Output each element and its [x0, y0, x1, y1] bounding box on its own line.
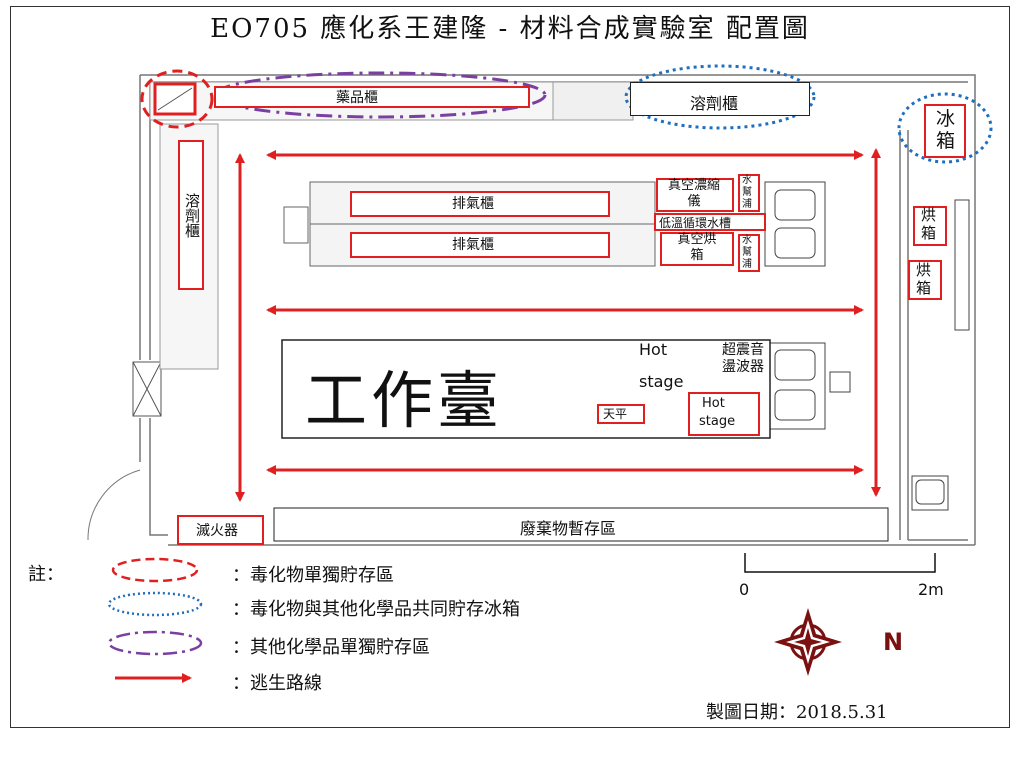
legend-item-toxic: ：毒化物單獨貯存區 [232, 565, 394, 586]
fume-hood-2-label: 排氣櫃 [452, 237, 494, 253]
balance [597, 404, 645, 424]
legend-purple-dashdot [107, 630, 203, 656]
legend-item-escape: ：逃生路線 [232, 673, 322, 694]
aspirator-2-label: 水幫浦 [742, 235, 752, 270]
legend-red-dashed [111, 557, 199, 583]
waste-area-box [273, 507, 889, 542]
legend-heading: 註： [28, 564, 64, 585]
legend-item-other: ：其他化學品單獨貯存區 [232, 637, 430, 658]
solvent-cabinet-left [178, 140, 204, 290]
fume-hood-1-label: 排氣櫃 [452, 196, 494, 212]
legend-item-shared: ：毒化物與其他化學品共同貯存冰箱 [232, 599, 520, 620]
vacuum-oven-label: 真空烘箱 [677, 232, 717, 263]
aspirator-2 [738, 234, 760, 272]
scale-bar [744, 553, 936, 573]
corner-sink [911, 475, 949, 511]
solvent-cabinet-left-label: 溶劑櫃 [183, 193, 201, 238]
drawing-frame [10, 6, 1010, 728]
toxic-cabinet [153, 82, 197, 116]
fume-hood-1 [350, 191, 610, 217]
scale-start: 0 [739, 580, 750, 599]
hot-stage-box-line2: stage [699, 414, 736, 429]
shared-fridge-ellipse [897, 92, 993, 164]
vacuum-oven [660, 232, 734, 266]
page-title: EO705 應化系王建隆 - 材料合成實驗室 配置圖 [210, 14, 810, 44]
solvent-cabinet-top [630, 82, 810, 116]
oven-2 [908, 260, 942, 300]
scale-end: 2m [918, 580, 944, 599]
chemical-cabinet-label: 藥品櫃 [336, 90, 378, 106]
chiller-circulator-label: 低溫循環水槽 [659, 216, 732, 230]
escape-routes [235, 148, 881, 502]
other-chem-zone-ellipse [213, 71, 547, 119]
fridge-label: 冰箱 [936, 108, 956, 152]
sink-2 [764, 342, 851, 430]
fridge [924, 104, 966, 158]
drawing-date: 製圖日期：2018.5.31 [706, 702, 888, 723]
vacuum-concentrator [656, 178, 734, 212]
chemical-cabinet [214, 86, 530, 108]
solvent-cabinet-top-label: 溶劑櫃 [690, 94, 739, 113]
aspirator-1-label: 水幫浦 [742, 175, 752, 210]
hot-stage-note-line2: stage [639, 372, 684, 391]
sink-1 [764, 181, 826, 267]
extinguisher-box [177, 515, 264, 545]
waste-area-label: 廢棄物暫存區 [520, 519, 617, 538]
compass-icon [774, 608, 842, 676]
compass-label: N [883, 628, 904, 656]
vacuum-concentrator-label: 真空濃縮儀 [667, 178, 720, 209]
oven-2-label: 烘箱 [916, 261, 932, 297]
shared-solvent-ellipse [624, 64, 816, 130]
aspirator-1 [738, 174, 760, 212]
chiller-circulator [654, 213, 766, 231]
door-swing [87, 469, 141, 541]
oven-1 [913, 206, 947, 246]
workbench-label: 工作臺 [305, 364, 504, 437]
legend-blue-dotted [107, 591, 203, 617]
fume-hood-2 [350, 232, 610, 258]
balance-label: 天平 [603, 407, 628, 421]
hot-stage-note-line1: Hot [639, 340, 668, 359]
oven-1-label: 烘箱 [921, 206, 937, 242]
extinguisher-label: 滅火器 [196, 523, 238, 539]
hot-stage-box-line1: Hot [702, 396, 725, 411]
hot-stage-box [688, 392, 760, 436]
toxic-zone-ellipse [140, 69, 214, 129]
ultrasonic-label: 超震音盪波器 [722, 342, 764, 375]
